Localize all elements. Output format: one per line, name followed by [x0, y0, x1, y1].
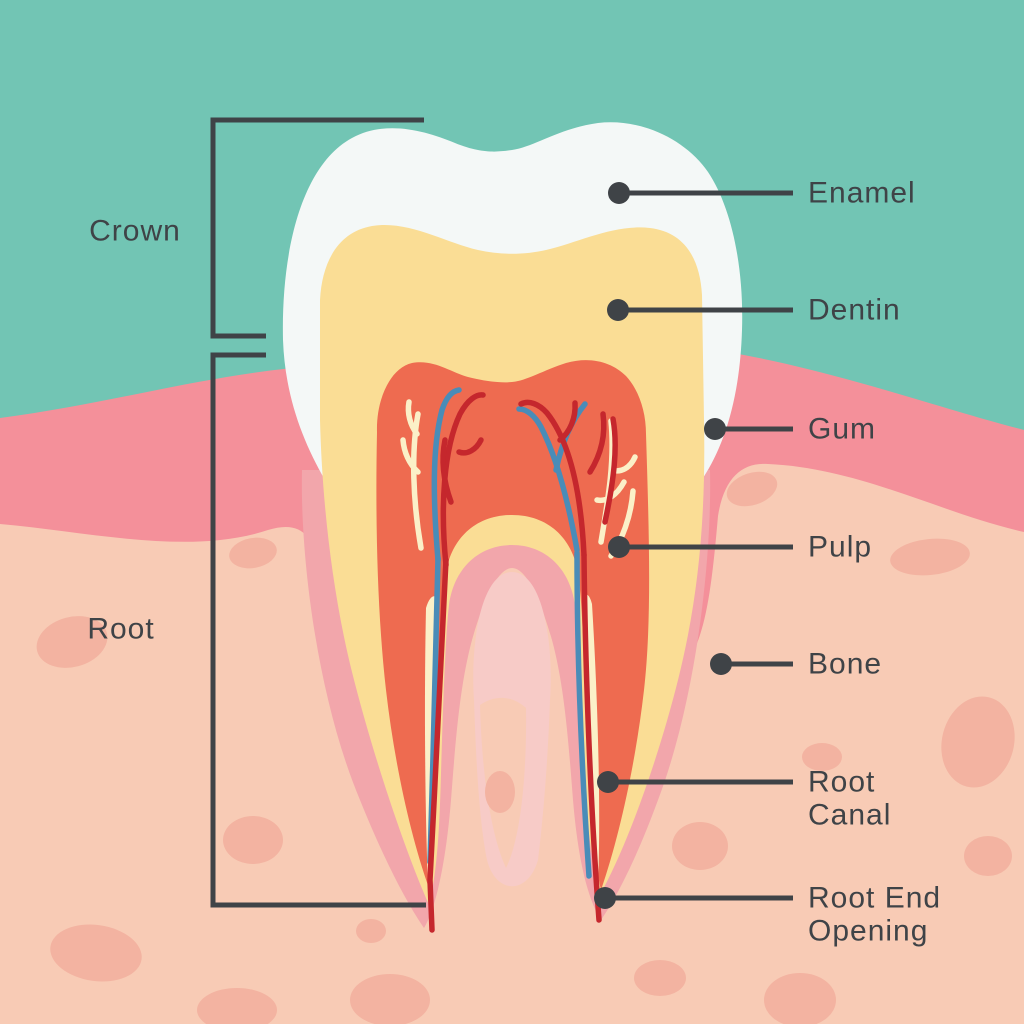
region-brackets [210, 117, 426, 908]
label-gum: Gum [808, 413, 876, 446]
leader-dots [594, 182, 732, 909]
enamel-dot [608, 182, 630, 204]
root-bracket [210, 352, 426, 908]
label-crown: Crown [89, 215, 181, 248]
pulp-dot [608, 536, 630, 558]
inter-root-blob [485, 771, 515, 813]
leader-lines [605, 190, 793, 901]
bone-dot [710, 653, 732, 675]
label-root: Root [87, 613, 154, 646]
root-end-opening-dot [594, 887, 616, 909]
root-canal-dot [597, 771, 619, 793]
label-root-end-opening: Root End Opening [808, 882, 941, 948]
dentin-dot [607, 299, 629, 321]
artery-vessels [427, 392, 618, 933]
svg-text:Canal: Canal [808, 799, 891, 832]
label-dentin: Dentin [808, 294, 901, 327]
label-enamel: Enamel [808, 177, 916, 210]
label-root-canal: Root Canal [808, 766, 891, 832]
crown-bracket [210, 117, 424, 339]
svg-text:Root: Root [808, 766, 875, 799]
label-pulp: Pulp [808, 531, 872, 564]
label-bone: Bone [808, 648, 882, 681]
gum-dot [704, 418, 726, 440]
svg-text:Root End: Root End [808, 882, 941, 915]
bone-blobs [36, 471, 1015, 1024]
svg-text:Opening: Opening [808, 915, 928, 948]
